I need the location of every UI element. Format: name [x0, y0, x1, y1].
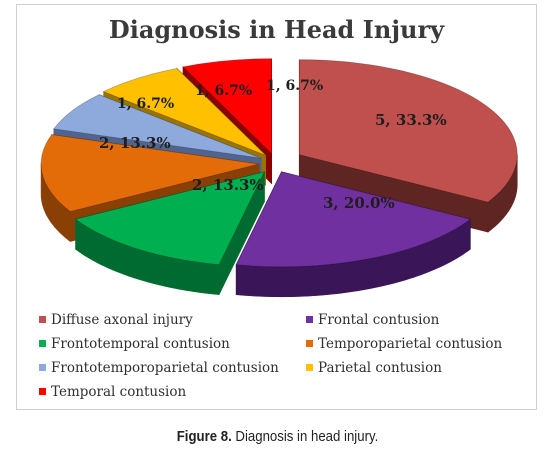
pie-slice-label: 2, 13.3%: [99, 134, 171, 152]
pie-slice-label: 3, 20.0%: [323, 194, 395, 212]
legend-item: Frontotemporoparietal contusion: [39, 360, 279, 376]
legend-swatch: [39, 388, 46, 395]
pie-slice: [102, 68, 266, 156]
legend-label: Temporoparietal contusion: [318, 336, 503, 352]
chart-figure: Diagnosis in Head Injury 5, 33.3% 3, 20.0…: [16, 4, 537, 410]
legend-item: Diffuse axonal injury: [39, 312, 193, 328]
figure-caption-text: Diagnosis in head injury.: [235, 428, 379, 445]
legend-label: Parietal contusion: [318, 360, 442, 376]
pie-chart: 5, 33.3% 3, 20.0% 2, 13.3% 2, 13.3% 1, 6.7% 1…: [40, 58, 518, 298]
pie-slice: [40, 134, 260, 212]
legend-swatch: [39, 316, 46, 323]
pie-slice: [74, 171, 266, 266]
pie-slice-label: 1, 6.7%: [266, 78, 323, 94]
legend-label: Frontotemporoparietal contusion: [51, 360, 279, 376]
pie-slice-label: 5, 33.3%: [375, 111, 447, 129]
legend-item: Frontal contusion: [306, 312, 439, 328]
pie-slice-label: 1, 6.7%: [117, 96, 174, 112]
legend-label: Diffuse axonal injury: [51, 312, 193, 328]
legend-label: Frontal contusion: [318, 312, 440, 328]
legend-swatch: [39, 364, 46, 371]
legend-label: Temporal contusion: [51, 384, 187, 400]
legend-item: Temporal contusion: [39, 384, 186, 400]
pie-labels: 5, 33.3% 3, 20.0% 2, 13.3% 2, 13.3% 1, 6.7% 1…: [99, 78, 447, 212]
figure-caption: Figure 8. Diagnosis in head injury.: [33, 428, 521, 445]
pie-slice: [182, 58, 273, 155]
pie-slice: [53, 94, 262, 159]
legend-swatch: [39, 340, 46, 347]
legend-swatch: [306, 316, 313, 323]
pie-tops: [40, 58, 518, 268]
pie-slice: [235, 171, 472, 268]
legend-item: Parietal contusion: [306, 360, 442, 376]
pie-slice-label: 1, 6.7%: [195, 83, 252, 99]
legend-item: Temporoparietal contusion: [306, 336, 502, 352]
figure-caption-number: Figure 8.: [176, 428, 232, 445]
legend-swatch: [306, 340, 313, 347]
chart-title: Diagnosis in Head Injury: [108, 15, 445, 44]
pie-slice-label: 2, 13.3%: [192, 176, 264, 194]
pie-slice: [298, 59, 518, 203]
legend-label: Frontotemporal contusion: [51, 336, 230, 352]
legend-item: Frontotemporal contusion: [39, 336, 230, 352]
legend-swatch: [306, 364, 313, 371]
